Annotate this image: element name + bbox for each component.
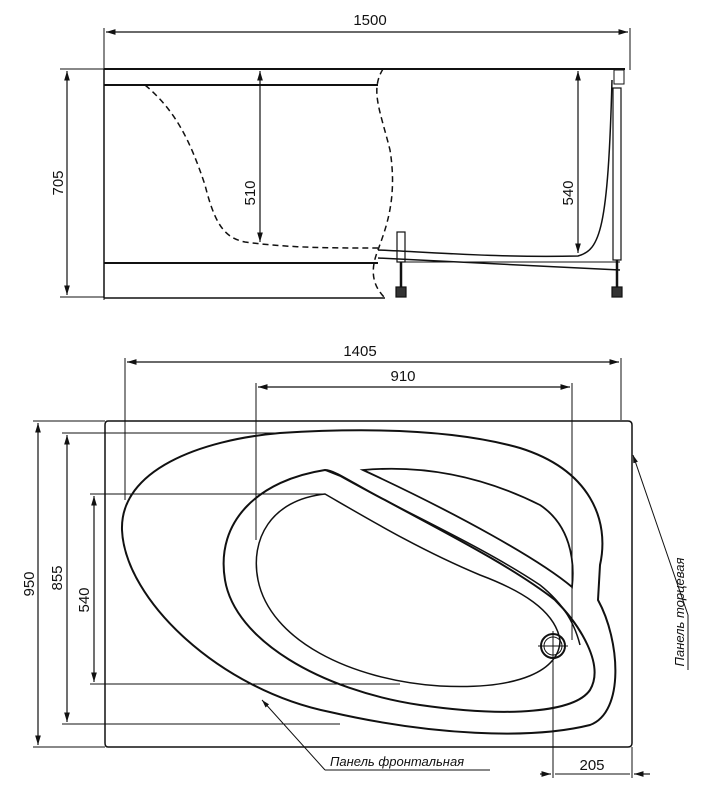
dim-overall-height: 705 bbox=[50, 170, 67, 195]
top-view bbox=[33, 358, 689, 778]
dim-depth-left: 510 bbox=[242, 180, 259, 205]
dim-bowl-length: 910 bbox=[390, 368, 415, 385]
dim-inner-length: 1405 bbox=[343, 343, 376, 360]
dim-depth-right: 540 bbox=[560, 180, 577, 205]
dim-overall-length: 1500 bbox=[353, 12, 386, 29]
dim-inner-width: 855 bbox=[49, 565, 66, 590]
dim-overall-width: 950 bbox=[21, 571, 38, 596]
side-view bbox=[60, 28, 631, 300]
label-front-panel: Панель фронтальная bbox=[330, 754, 464, 769]
dim-bowl-width: 540 bbox=[76, 587, 93, 612]
label-end-panel: Панель торцевая bbox=[672, 558, 687, 667]
dim-drain-offset: 205 bbox=[579, 757, 604, 774]
